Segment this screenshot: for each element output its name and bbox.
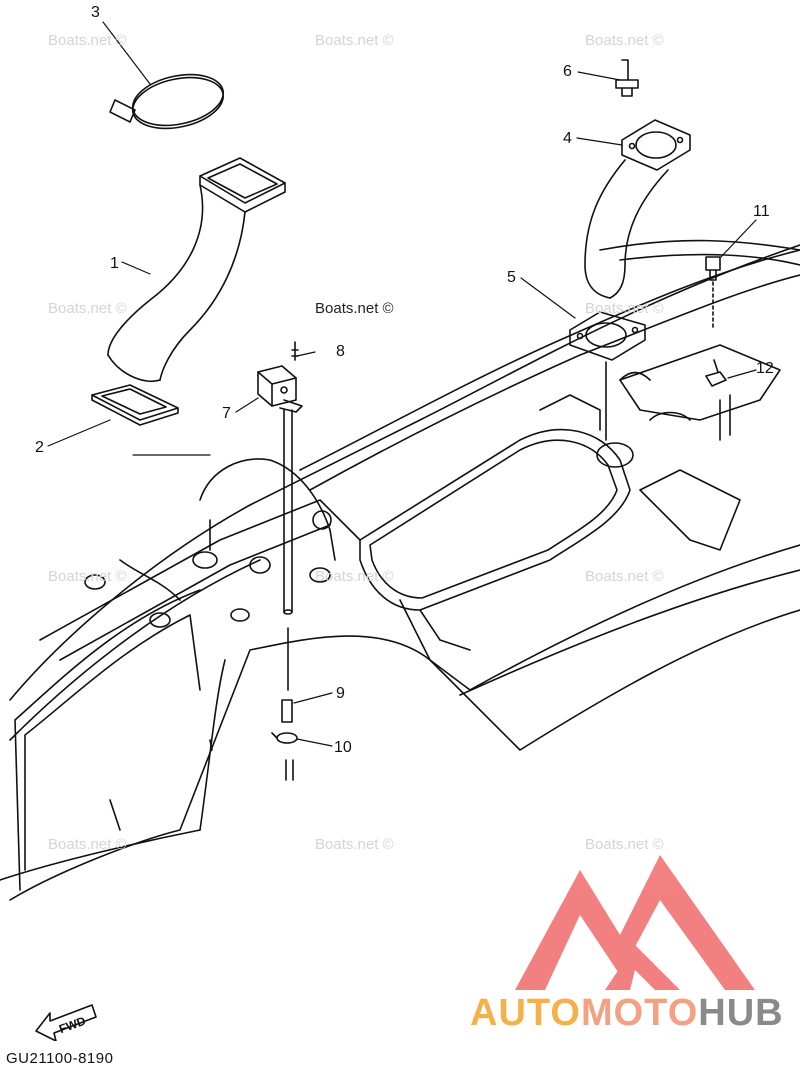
watermark: Boats.net © [585, 300, 664, 317]
callout-12[interactable]: 12 [756, 360, 774, 377]
watermark: Boats.net © [585, 32, 664, 49]
vent-hose [283, 409, 294, 781]
logo-wordmark: AUTOMOTOHUB [470, 992, 784, 1035]
callout-8[interactable]: 8 [336, 343, 345, 360]
part-6-bolt[interactable] [615, 59, 639, 97]
part-1-intake-duct[interactable] [107, 157, 286, 382]
part-7-clip[interactable] [257, 365, 303, 413]
fwd-arrow-icon: FWD [35, 1004, 97, 1041]
diagram-code: GU21100-8190 [6, 1050, 114, 1067]
callout-6[interactable]: 6 [563, 63, 572, 80]
watermark: Boats.net © [315, 836, 394, 853]
part-8-screw[interactable] [291, 341, 299, 361]
watermark: Boats.net © [585, 568, 664, 585]
deck-hole [596, 442, 634, 468]
callout-3[interactable]: 3 [91, 4, 100, 21]
part-9-fitting[interactable] [281, 699, 293, 723]
watermark: Boats.net © [315, 32, 394, 49]
part-11-bolt[interactable] [705, 256, 721, 331]
part-12-clip[interactable] [705, 359, 727, 387]
part-5-flange-gasket[interactable] [569, 311, 646, 361]
watermark: Boats.net © [585, 836, 664, 853]
callout-10[interactable]: 10 [334, 739, 352, 756]
automotohub-logo [515, 855, 755, 990]
watermark: Boats.net © [315, 300, 394, 317]
watermark: Boats.net © [48, 836, 127, 853]
callout-11[interactable]: 11 [753, 203, 770, 220]
logo-word-auto: AUTO [470, 992, 581, 1034]
watermark: Boats.net © [48, 300, 127, 317]
callout-2[interactable]: 2 [35, 439, 44, 456]
callout-5[interactable]: 5 [507, 269, 516, 286]
part-4-outlet-elbow[interactable] [584, 119, 691, 299]
hull-deck [0, 239, 800, 901]
part-10-hose-clamp[interactable] [271, 732, 298, 744]
leader-lines [47, 21, 757, 747]
callout-9[interactable]: 9 [336, 685, 345, 702]
watermark: Boats.net © [48, 32, 127, 49]
callout-7[interactable]: 7 [222, 405, 231, 422]
logo-word-hub: HUB [698, 992, 784, 1034]
callout-4[interactable]: 4 [563, 130, 572, 147]
watermark: Boats.net © [48, 568, 127, 585]
watermark: Boats.net © [315, 568, 394, 585]
logo-word-moto: MOTO [580, 992, 699, 1034]
callout-1[interactable]: 1 [110, 255, 119, 272]
part-3-band-clamp[interactable] [109, 67, 228, 136]
part-2-gasket[interactable] [91, 384, 179, 426]
